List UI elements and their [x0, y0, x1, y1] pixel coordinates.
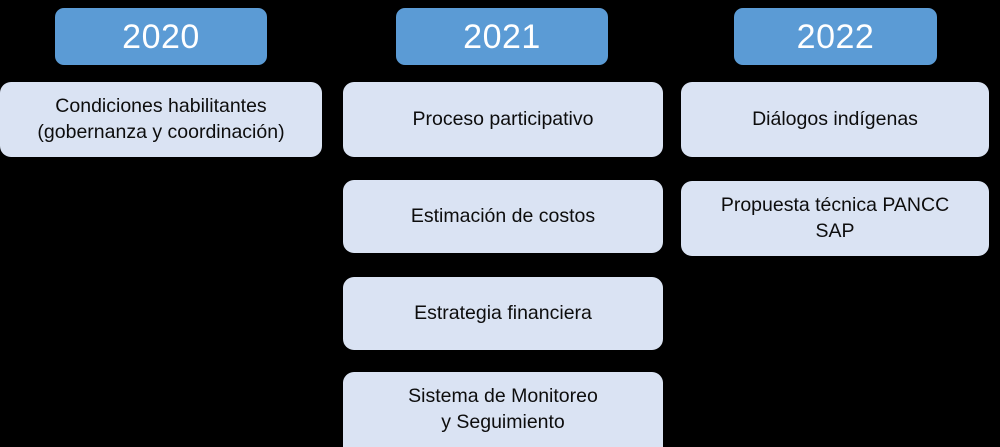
year-header-2022: 2022: [734, 8, 937, 65]
item-line-1: Estimación de costos: [410, 204, 596, 227]
item-line-2: y Seguimiento: [441, 410, 565, 433]
year-label-2021: 2021: [463, 17, 541, 56]
year-label-2020: 2020: [122, 17, 200, 56]
item-line-2: (gobernanza y coordinación): [37, 120, 285, 143]
item-line-1: Diálogos indígenas: [752, 107, 918, 130]
item-line-2: SAP: [815, 219, 855, 242]
item-text-2021-4: Sistema de Monitoreo y Seguimiento: [408, 384, 598, 435]
item-box-2021-4: Sistema de Monitoreo y Seguimiento: [343, 372, 663, 447]
timeline-column-2022: 2022 Diálogos indígenas Propuesta técnic…: [681, 0, 989, 447]
year-label-2022: 2022: [796, 17, 875, 56]
item-box-2022-1: Diálogos indígenas: [681, 82, 989, 157]
item-line-1: Sistema de Monitoreo: [408, 384, 598, 407]
item-text-2020-1: Condiciones habilitantes (gobernanza y c…: [37, 94, 284, 145]
year-header-2021: 2021: [396, 8, 608, 65]
item-text-2022-2: Propuesta técnica PANCC SAP: [721, 193, 949, 244]
item-text-2021-3: Estrategia financiera: [414, 301, 592, 327]
item-line-1: Propuesta técnica PANCC: [720, 193, 950, 216]
item-line-1: Proceso participativo: [412, 107, 594, 130]
item-box-2021-1: Proceso participativo: [343, 82, 663, 157]
year-header-2020: 2020: [55, 8, 267, 65]
item-box-2021-3: Estrategia financiera: [343, 277, 663, 350]
item-box-2020-1: Condiciones habilitantes (gobernanza y c…: [0, 82, 322, 157]
item-box-2021-2: Estimación de costos: [343, 180, 663, 253]
item-text-2022-1: Diálogos indígenas: [752, 107, 918, 133]
item-box-2022-2: Propuesta técnica PANCC SAP: [681, 181, 989, 256]
timeline-column-2021: 2021 Proceso participativo Estimación de…: [343, 0, 663, 447]
item-line-1: Estrategia financiera: [414, 301, 592, 324]
item-line-1: Condiciones habilitantes: [55, 94, 267, 117]
timeline-column-2020: 2020 Condiciones habilitantes (gobernanz…: [0, 0, 322, 447]
item-text-2021-2: Estimación de costos: [411, 204, 595, 230]
item-text-2021-1: Proceso participativo: [412, 107, 593, 133]
